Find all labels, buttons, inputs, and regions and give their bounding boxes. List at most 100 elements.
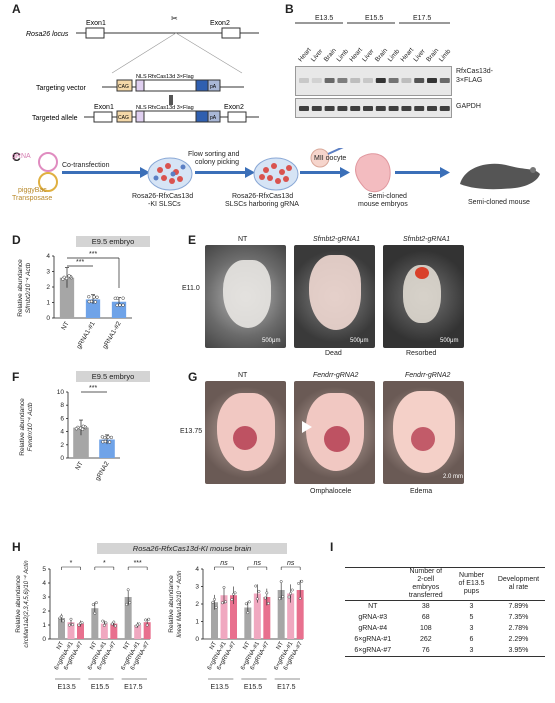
y-axis-label: Relative abundance bbox=[17, 259, 24, 317]
y-tick-label: 0 bbox=[195, 636, 199, 643]
hdr-number2: Number bbox=[459, 572, 484, 579]
data-point bbox=[80, 621, 84, 625]
embryo-label-2: mouse embryos bbox=[358, 201, 408, 208]
data-point bbox=[89, 299, 94, 304]
flow-label-1: Flow sorting and bbox=[188, 151, 240, 158]
panel-label-e: E bbox=[188, 233, 197, 247]
arrow-down-icon bbox=[169, 95, 173, 105]
data-point bbox=[257, 589, 261, 593]
targeting-diagram: Rosa26 locus Exon1 Exon2 ✂ Targeting vec… bbox=[26, 14, 259, 123]
cag-label-2: CAG bbox=[118, 115, 129, 121]
table-cell: 5 bbox=[469, 614, 474, 621]
data-point bbox=[102, 623, 106, 627]
bar bbox=[73, 427, 89, 458]
y-tick-label: 0 bbox=[42, 636, 46, 643]
data-point bbox=[137, 622, 141, 626]
y-axis-label: circMan1a2(2,3,4,5,6)/10⁻⁴ Actin bbox=[23, 560, 30, 648]
blot-band bbox=[427, 78, 437, 83]
bar bbox=[211, 602, 218, 639]
data-point bbox=[64, 276, 69, 281]
sig-label: * bbox=[103, 560, 106, 567]
data-point bbox=[104, 621, 108, 625]
sig-label: *** bbox=[89, 251, 97, 258]
scale-e1: 500μm bbox=[262, 338, 281, 344]
x-tick-label: gRNA1-#2 bbox=[101, 320, 122, 350]
sig-label: *** bbox=[89, 385, 97, 392]
blot-band bbox=[414, 78, 425, 83]
cell2-label-1: Rosa26-RfxCas13d bbox=[232, 193, 294, 200]
y-tick-label: 3 bbox=[195, 584, 199, 591]
stage-e17-5: E17.5 bbox=[413, 15, 432, 22]
data-point bbox=[114, 624, 117, 628]
y-tick-label: 4 bbox=[46, 253, 50, 260]
data-point bbox=[61, 619, 65, 623]
piggybac-plasmid-icon bbox=[38, 172, 58, 192]
table-cell: gRNA-#4 bbox=[358, 625, 388, 632]
data-point bbox=[248, 600, 251, 604]
embryo-photo-omphalocele bbox=[294, 381, 375, 484]
cag-label: CAG bbox=[118, 84, 129, 90]
exon1-label: Exon1 bbox=[86, 20, 106, 27]
data-point bbox=[121, 303, 125, 307]
data-point bbox=[290, 588, 294, 592]
table-cell: 3 bbox=[469, 603, 474, 610]
cag-box-2 bbox=[116, 110, 133, 123]
cag-box bbox=[116, 79, 133, 92]
embryo-photo-nt-e11 bbox=[205, 245, 286, 348]
data-point bbox=[281, 595, 285, 599]
x-tick-label: NT bbox=[276, 641, 285, 651]
bar bbox=[244, 607, 252, 639]
data-point bbox=[144, 618, 147, 622]
blot-band bbox=[337, 78, 348, 83]
scale-g: 2.0 mm bbox=[443, 474, 464, 480]
blot-band bbox=[350, 78, 361, 83]
embryo-photo-nt-e13 bbox=[205, 381, 286, 484]
tissue-label: Brain bbox=[323, 47, 338, 63]
flow-label-2: colony picking bbox=[195, 159, 239, 166]
tissue-label: Limb bbox=[336, 48, 351, 64]
table-cell: 7.89% bbox=[508, 603, 529, 610]
e-col-grna1-a: Sfmbt2-gRNA1 bbox=[313, 236, 361, 243]
bar bbox=[143, 622, 151, 639]
y-tick-label: 10 bbox=[57, 389, 65, 396]
blot-band bbox=[375, 78, 386, 83]
bar bbox=[67, 622, 75, 639]
data-point bbox=[93, 611, 97, 615]
y-axis-label: linear Man1a2/10⁻⁴ Actin bbox=[176, 570, 183, 638]
embryo-photo-dead bbox=[294, 245, 375, 348]
x-tick-label: gRNA1-#1 bbox=[75, 320, 96, 350]
y-axis-label: Relative abundance bbox=[19, 398, 26, 456]
data-point bbox=[103, 439, 107, 444]
blot-band bbox=[311, 78, 322, 83]
pa-box bbox=[207, 79, 221, 92]
arrow-right-icon bbox=[140, 167, 150, 178]
blot-band bbox=[439, 78, 450, 83]
data-point bbox=[265, 591, 269, 595]
exon1-box bbox=[85, 27, 105, 39]
g-col-grna2-a: Fendrr-gRNA2 bbox=[313, 372, 359, 379]
data-point bbox=[92, 295, 96, 299]
y-tick-label: 2 bbox=[60, 442, 64, 449]
exon2-label: Exon2 bbox=[210, 20, 230, 27]
embryo-icon bbox=[355, 153, 391, 193]
caption-dead: Dead bbox=[325, 350, 342, 357]
y-axis-label: Sfmbt2/10⁻⁴ Actb bbox=[25, 262, 32, 313]
tissue-label: Liver bbox=[412, 47, 427, 63]
blot-band bbox=[299, 106, 309, 111]
data-point bbox=[128, 601, 132, 605]
hdr-embryos: embryos bbox=[412, 584, 440, 591]
x-tick-label: NT bbox=[123, 641, 132, 651]
x-tick-label: NT bbox=[89, 641, 98, 651]
table-cell: 38 bbox=[421, 603, 430, 610]
data-point bbox=[224, 600, 228, 604]
y-tick-label: 4 bbox=[42, 580, 46, 587]
caption-omphalocele: Omphalocele bbox=[310, 488, 352, 495]
data-point bbox=[246, 611, 250, 615]
flag-box bbox=[195, 79, 209, 92]
